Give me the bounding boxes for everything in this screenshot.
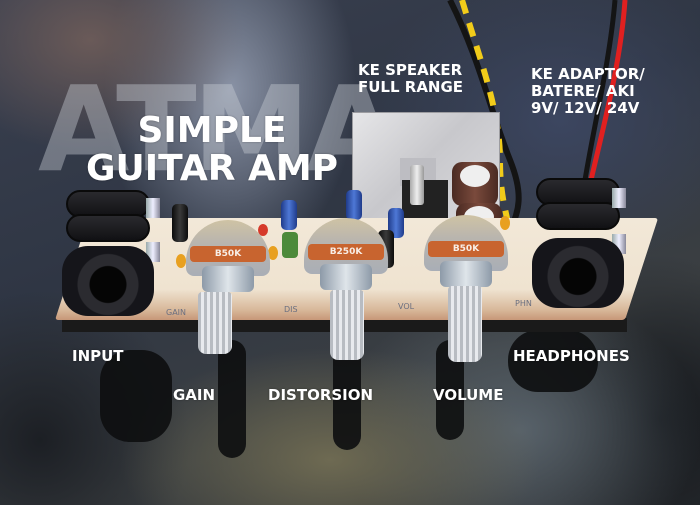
capacitor [282,232,298,258]
volume-label: VOLUME [433,386,504,404]
capacitor [176,254,186,268]
watermark-text: ATMA [38,60,397,198]
title-overlay: SIMPLE GUITAR AMP [62,112,362,188]
capacitor [172,204,188,242]
power-label: KE ADAPTOR/ BATERE/ AKI 9V/ 12V/ 24V [531,65,645,117]
capacitor [258,224,268,236]
input-jack-shadow [100,350,172,442]
electrolytic-capacitor [452,162,498,206]
input-label: INPUT [72,347,124,365]
speaker-label: KE SPEAKER FULL RANGE [358,61,464,96]
silk-gain: GAIN [166,308,187,317]
gain-knob-shaft[interactable] [198,292,232,354]
volume-pot-value: B50K [428,241,504,257]
volume-knob-shaft[interactable] [448,286,482,362]
title-line-1: SIMPLE [137,110,287,151]
capacitor [500,216,510,230]
distortion-pot-value: B250K [308,244,384,260]
distortion-label: DISTORSION [268,386,374,404]
gain-pot-value: B50K [190,246,266,262]
gain-shaft-shadow [218,340,246,458]
heatsink-bolt [410,165,424,205]
headphone-jack[interactable] [528,178,628,308]
title-line-2: GUITAR AMP [85,148,339,189]
input-jack[interactable] [58,190,160,316]
headphone-jack-shadow [508,330,598,392]
gain-potentiometer: B50K [186,220,270,292]
capacitor [346,190,362,220]
capacitor [268,246,278,260]
distortion-knob-shaft[interactable] [330,290,364,360]
silk-dis: DIS [284,305,298,314]
silk-phn: PHN [515,299,532,308]
distortion-potentiometer: B250K [304,218,388,290]
gain-label: GAIN [173,386,216,404]
volume-potentiometer: B50K [424,215,508,287]
capacitor [281,200,297,230]
silk-vol: VOL [398,302,415,311]
headphones-label: HEADPHONES [513,347,630,365]
